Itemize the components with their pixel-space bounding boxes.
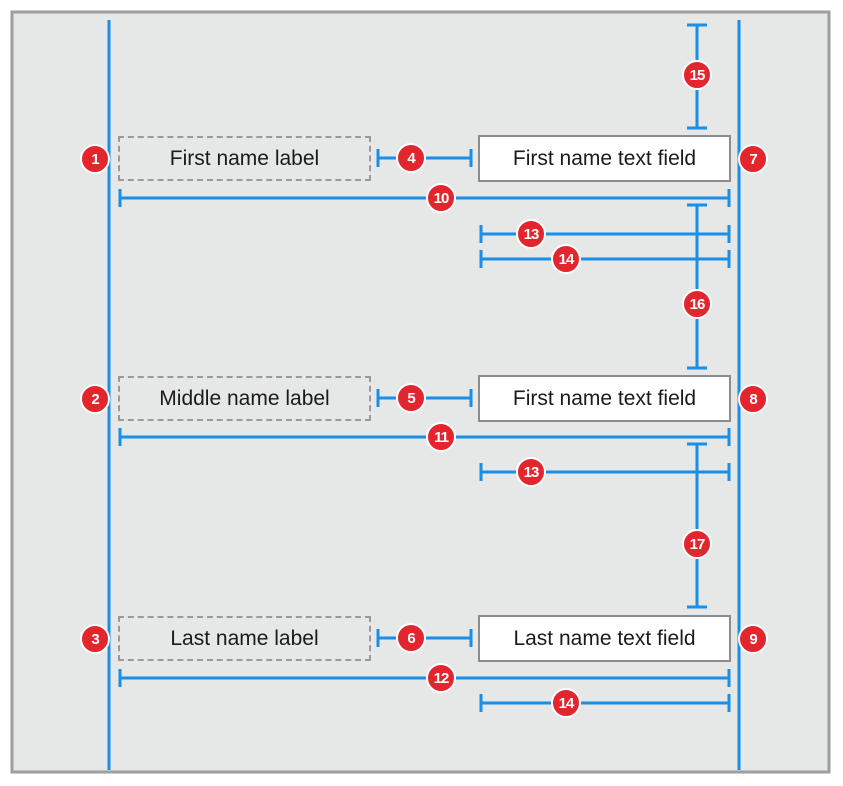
constraint-10-line [118,189,731,207]
badge-11: 11 [426,422,456,452]
constraint-14a-line [479,250,731,268]
middle-name-text-field[interactable]: First name text field [478,375,731,422]
badge-17: 17 [682,529,712,559]
badge-5: 5 [396,383,426,413]
first-name-label: First name label [118,136,371,181]
middle-name-label: Middle name label [118,376,371,421]
badge-13-middle: 13 [516,457,546,487]
last-name-label: Last name label [118,616,371,661]
badge-9: 9 [738,624,768,654]
badge-14-top: 14 [551,244,581,274]
badge-14-bottom: 14 [551,688,581,718]
badge-4: 4 [396,143,426,173]
first-name-text-field[interactable]: First name text field [478,135,731,182]
badge-6: 6 [396,623,426,653]
badge-2: 2 [80,384,110,414]
badge-10: 10 [426,183,456,213]
badge-16: 16 [682,289,712,319]
constraint-17-line [687,442,707,609]
badge-1: 1 [80,144,110,174]
badge-8: 8 [738,384,768,414]
constraint-14b-line [479,694,731,712]
constraint-16-line [687,203,707,370]
badge-3: 3 [80,624,110,654]
badge-15: 15 [682,60,712,90]
badge-13-top: 13 [516,219,546,249]
badge-7: 7 [738,144,768,174]
constraint-12-line [118,669,731,687]
last-name-text-field[interactable]: Last name text field [478,615,731,662]
badge-12: 12 [426,663,456,693]
constraint-11-line [118,428,731,446]
